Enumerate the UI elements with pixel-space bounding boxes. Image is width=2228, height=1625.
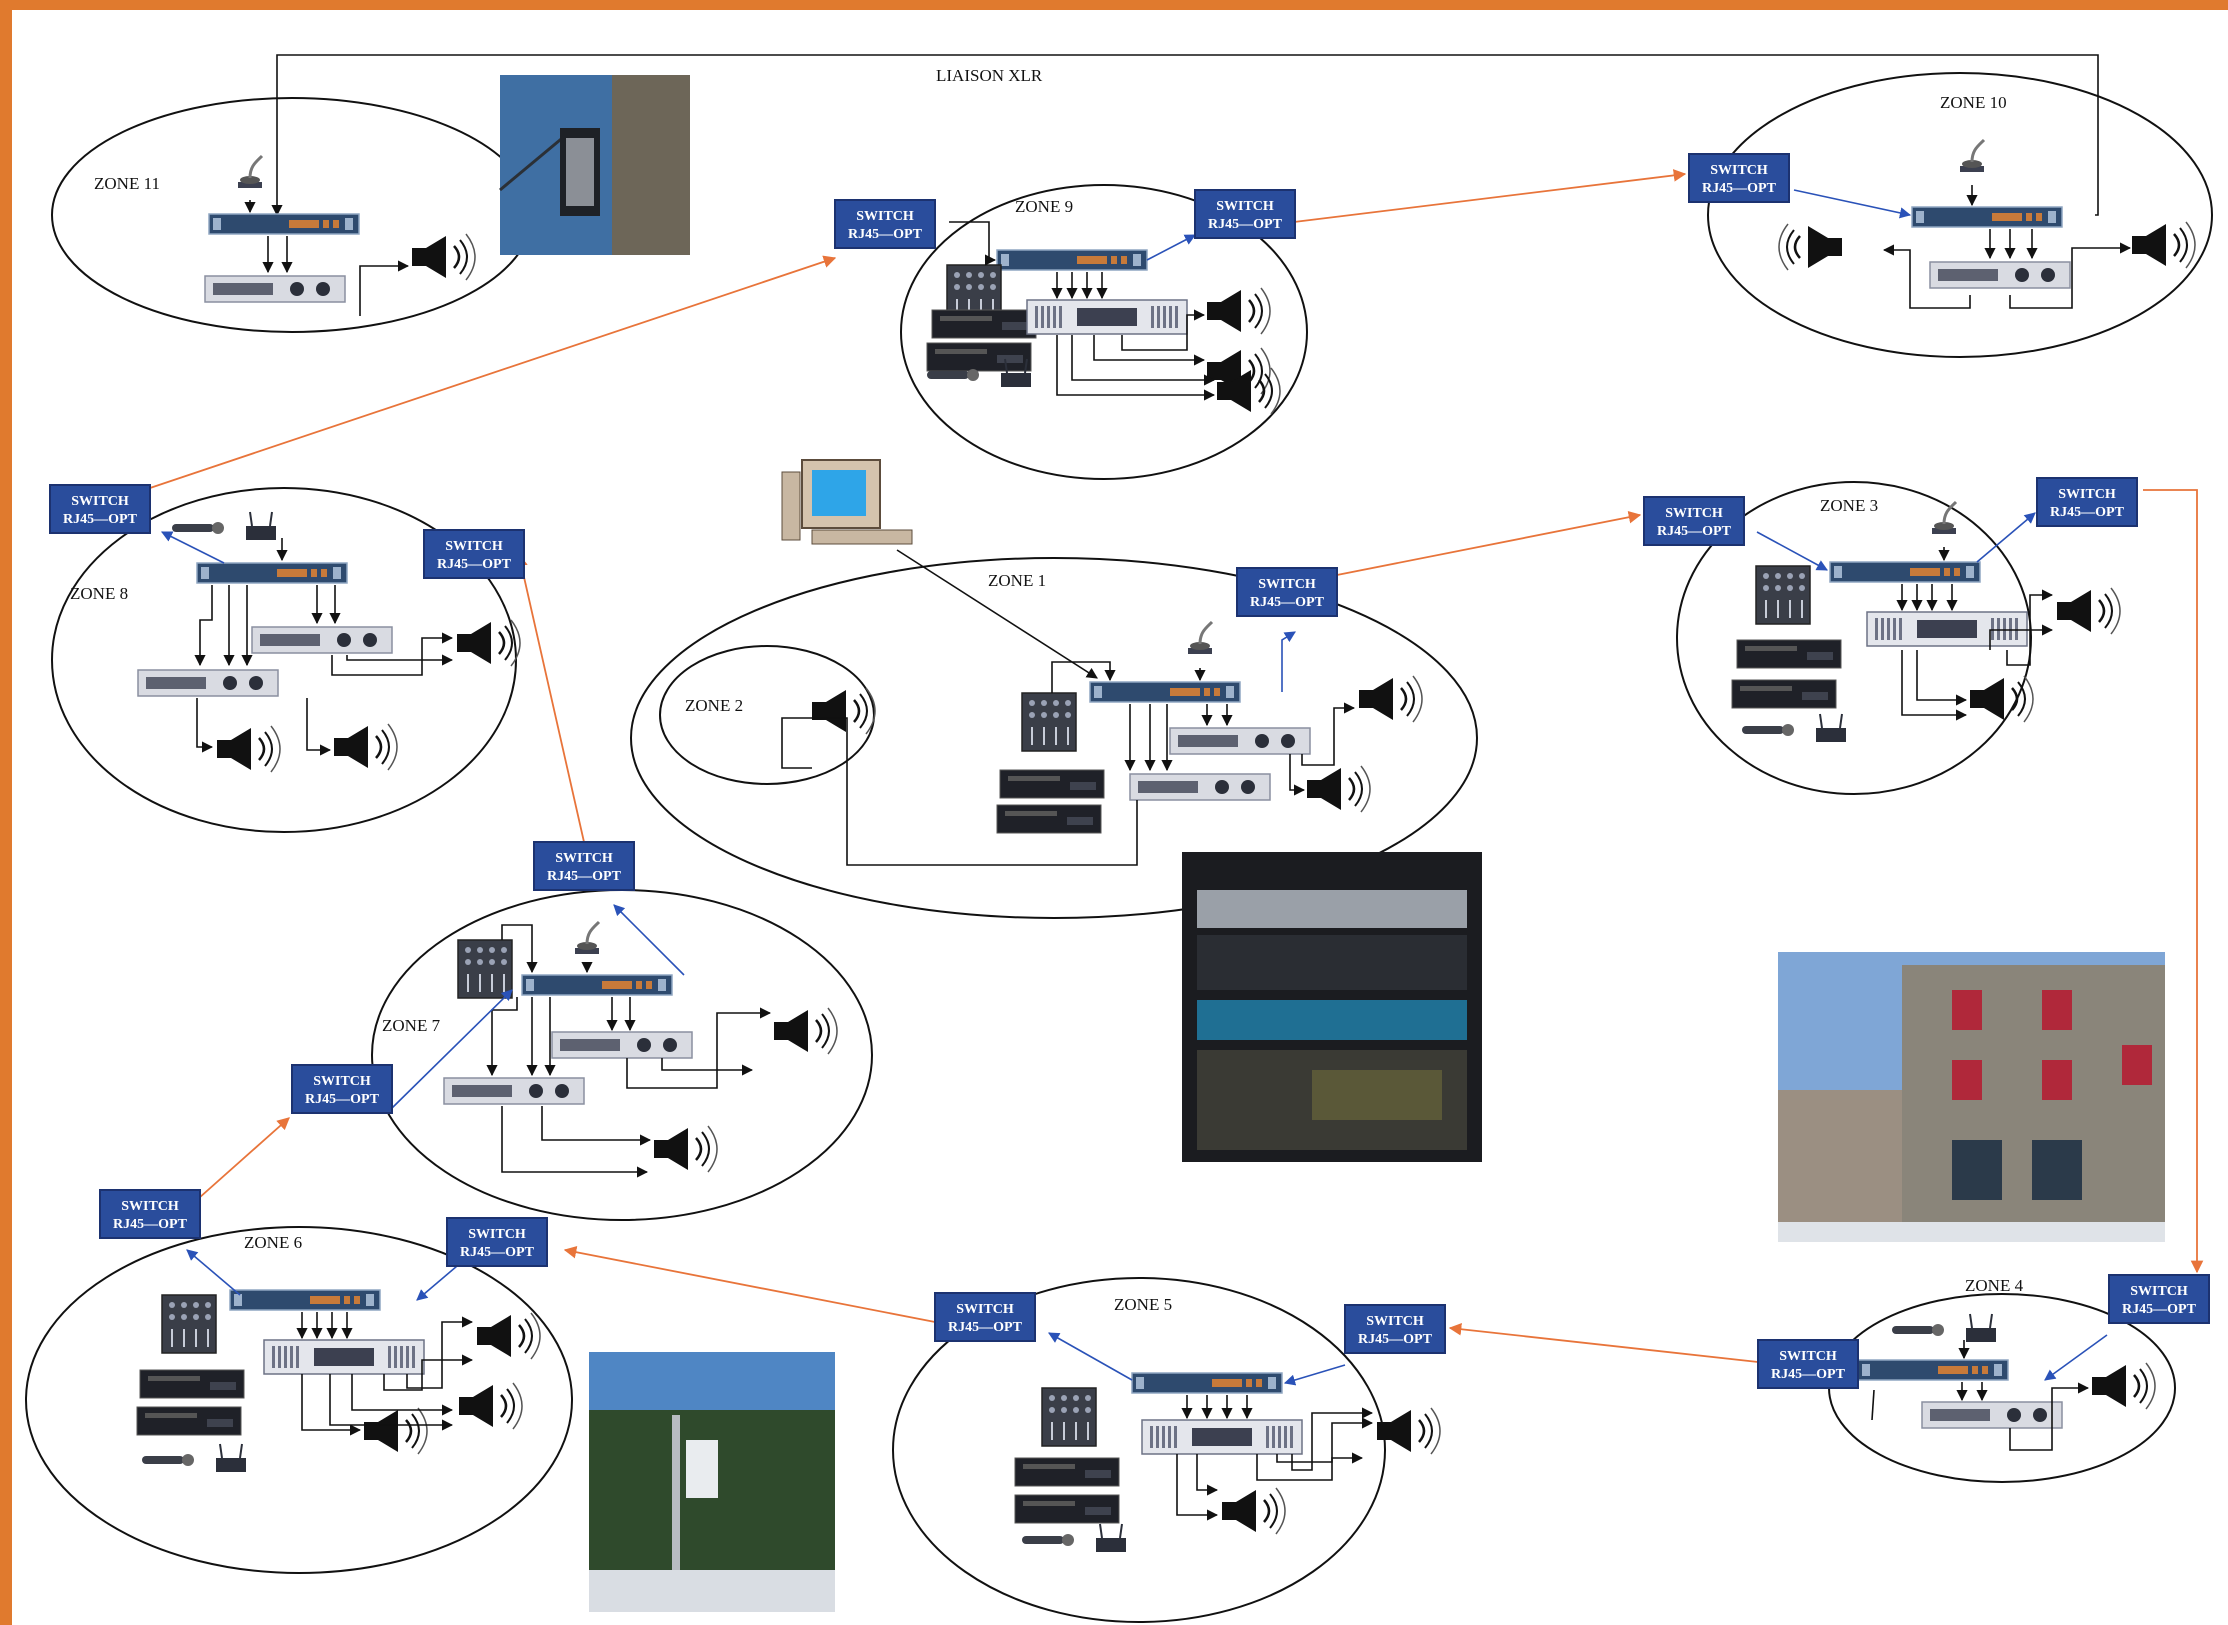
diagram-frame: LIAISON XLR bbox=[12, 10, 2228, 1625]
zone-11-label: ZONE 11 bbox=[94, 174, 160, 193]
svg-text:RJ45—OPT: RJ45—OPT bbox=[460, 1245, 535, 1260]
svg-text:RJ45—OPT: RJ45—OPT bbox=[113, 1217, 188, 1232]
zone-10-boundary bbox=[1707, 72, 2213, 358]
xlr-link-label: LIAISON XLR bbox=[936, 66, 1043, 85]
fiber-link bbox=[515, 553, 585, 843]
svg-text:RJ45—OPT: RJ45—OPT bbox=[1208, 217, 1283, 232]
pole-speaker-photo bbox=[589, 1352, 835, 1612]
switch-zone-9-out: SWITCH RJ45—OPT bbox=[1194, 189, 1296, 239]
switch-zone-9-in: SWITCH RJ45—OPT bbox=[834, 199, 936, 249]
fiber-link bbox=[563, 1245, 936, 1323]
fiber-link bbox=[1293, 169, 1687, 223]
svg-text:SWITCH: SWITCH bbox=[1779, 1349, 1837, 1364]
switch-zone-4-left: SWITCH RJ45—OPT bbox=[1757, 1339, 1859, 1389]
zone-3-boundary bbox=[1676, 481, 2032, 795]
zone-8-label: ZONE 8 bbox=[70, 584, 128, 603]
svg-text:SWITCH: SWITCH bbox=[1258, 577, 1316, 592]
svg-text:SWITCH: SWITCH bbox=[313, 1074, 371, 1089]
svg-text:RJ45—OPT: RJ45—OPT bbox=[305, 1092, 380, 1107]
xlr-link-line bbox=[271, 54, 2099, 217]
svg-text:SWITCH: SWITCH bbox=[856, 209, 914, 224]
network-diagram: LIAISON XLR bbox=[25, 54, 2213, 1623]
fiber-link bbox=[1336, 511, 1642, 576]
svg-text:RJ45—OPT: RJ45—OPT bbox=[547, 869, 622, 884]
zone-1-boundary bbox=[630, 557, 1478, 919]
svg-text:SWITCH: SWITCH bbox=[1665, 506, 1723, 521]
equipment-rack-photo bbox=[1182, 852, 1482, 1162]
zone-1-label: ZONE 1 bbox=[988, 571, 1046, 590]
svg-text:RJ45—OPT: RJ45—OPT bbox=[1657, 524, 1732, 539]
zone-9-boundary bbox=[900, 184, 1308, 480]
switch-zone-8-right: SWITCH RJ45—OPT bbox=[423, 529, 525, 579]
svg-text:SWITCH: SWITCH bbox=[1216, 199, 1274, 214]
fiber-link bbox=[198, 1117, 290, 1199]
svg-text:SWITCH: SWITCH bbox=[1366, 1314, 1424, 1329]
zone-2-label: ZONE 2 bbox=[685, 696, 743, 715]
fiber-link bbox=[149, 255, 837, 489]
svg-text:SWITCH: SWITCH bbox=[2130, 1284, 2188, 1299]
switch-zone-5-left: SWITCH RJ45—OPT bbox=[934, 1292, 1036, 1342]
zone-6-label: ZONE 6 bbox=[244, 1233, 302, 1252]
switch-zone-10: SWITCH RJ45—OPT bbox=[1688, 153, 1790, 203]
svg-text:RJ45—OPT: RJ45—OPT bbox=[1250, 595, 1325, 610]
svg-text:SWITCH: SWITCH bbox=[1710, 163, 1768, 178]
svg-text:RJ45—OPT: RJ45—OPT bbox=[1771, 1367, 1846, 1382]
svg-text:SWITCH: SWITCH bbox=[2058, 487, 2116, 502]
stone-building-photo bbox=[1778, 952, 2165, 1242]
svg-text:RJ45—OPT: RJ45—OPT bbox=[1358, 1332, 1433, 1347]
switch-zone-5-right: SWITCH RJ45—OPT bbox=[1344, 1304, 1446, 1354]
fiber-link bbox=[2143, 489, 2204, 1274]
switch-zone-1: SWITCH RJ45—OPT bbox=[1236, 567, 1338, 617]
zone-5-label: ZONE 5 bbox=[1114, 1295, 1172, 1314]
switch-zone-3-in: SWITCH RJ45—OPT bbox=[1643, 496, 1745, 546]
svg-text:SWITCH: SWITCH bbox=[445, 539, 503, 554]
switch-zone-6-left: SWITCH RJ45—OPT bbox=[99, 1189, 201, 1239]
switch-zone-6-right: SWITCH RJ45—OPT bbox=[446, 1217, 548, 1267]
svg-text:RJ45—OPT: RJ45—OPT bbox=[437, 557, 512, 572]
switch-zone-8-left: SWITCH RJ45—OPT bbox=[49, 484, 151, 534]
svg-text:RJ45—OPT: RJ45—OPT bbox=[63, 512, 138, 527]
svg-text:RJ45—OPT: RJ45—OPT bbox=[2122, 1302, 2197, 1317]
svg-text:SWITCH: SWITCH bbox=[71, 494, 129, 509]
switch-zone-7-top: SWITCH RJ45—OPT bbox=[533, 841, 635, 891]
switch-zone-4-right: SWITCH RJ45—OPT bbox=[2108, 1274, 2210, 1324]
fiber-link bbox=[1448, 1322, 1759, 1363]
svg-text:SWITCH: SWITCH bbox=[468, 1227, 526, 1242]
zone-8-boundary bbox=[51, 487, 517, 833]
zone-4-label: ZONE 4 bbox=[1965, 1276, 2024, 1295]
svg-text:RJ45—OPT: RJ45—OPT bbox=[2050, 505, 2125, 520]
svg-text:SWITCH: SWITCH bbox=[956, 1302, 1014, 1317]
computer-icon bbox=[781, 459, 913, 545]
zone-10-label: ZONE 10 bbox=[1940, 93, 2007, 112]
zone-5-boundary bbox=[892, 1277, 1386, 1623]
zone-9-label: ZONE 9 bbox=[1015, 197, 1073, 216]
outdoor-horn-speaker-photo bbox=[499, 75, 690, 255]
switch-zone-7-bottom: SWITCH RJ45—OPT bbox=[291, 1064, 393, 1114]
svg-text:RJ45—OPT: RJ45—OPT bbox=[848, 227, 923, 242]
zone-7-label: ZONE 7 bbox=[382, 1016, 441, 1035]
svg-text:RJ45—OPT: RJ45—OPT bbox=[948, 1320, 1023, 1335]
svg-text:SWITCH: SWITCH bbox=[121, 1199, 179, 1214]
svg-text:SWITCH: SWITCH bbox=[555, 851, 613, 866]
zone-3-label: ZONE 3 bbox=[1820, 496, 1878, 515]
svg-text:RJ45—OPT: RJ45—OPT bbox=[1702, 181, 1777, 196]
switch-zone-3-out: SWITCH RJ45—OPT bbox=[2036, 477, 2138, 527]
zone-6-boundary bbox=[25, 1226, 573, 1574]
